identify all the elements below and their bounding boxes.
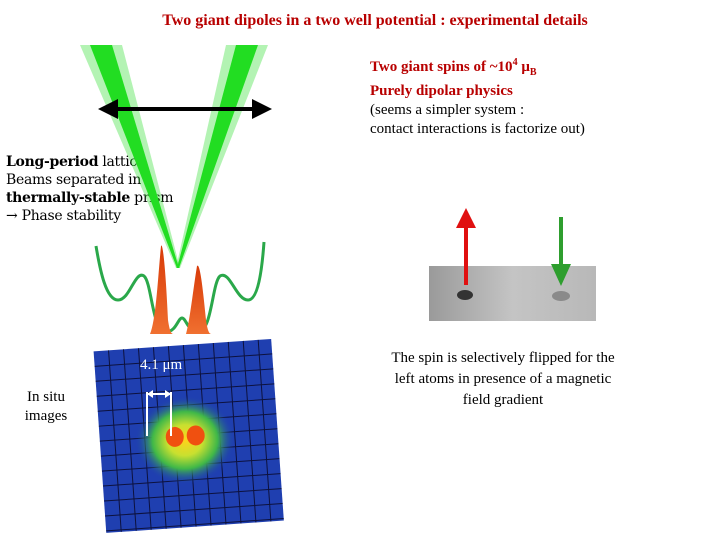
spins-unit: μ bbox=[517, 59, 530, 75]
right-beam bbox=[176, 45, 268, 268]
in-situ-line-1: In situ bbox=[27, 389, 65, 405]
flip-line-2: left atoms in presence of a magnetic bbox=[394, 371, 612, 387]
density-peak-right bbox=[186, 265, 212, 334]
spin-up-arrow bbox=[456, 208, 476, 285]
in-situ-line-2: images bbox=[24, 408, 68, 424]
in-situ-label: In situ images bbox=[8, 388, 84, 426]
grid-line bbox=[96, 383, 275, 397]
scale-marker bbox=[146, 390, 172, 436]
spins-unit-sub: B bbox=[529, 67, 537, 78]
left-beam bbox=[80, 45, 180, 268]
spins-description: Two giant spins of ~104 μB Purely dipola… bbox=[370, 53, 585, 139]
grid-line bbox=[94, 353, 273, 367]
spins-line-1: Two giant spins of ~104 μB bbox=[370, 53, 585, 82]
left-beam-core bbox=[90, 45, 179, 268]
right-beam-core bbox=[177, 45, 258, 268]
lattice-line-1-bold: Long-period bbox=[6, 154, 99, 170]
lattice-line-2: Beams separated in a bbox=[6, 172, 154, 188]
lattice-line-4: → Phase stability bbox=[6, 208, 121, 224]
grid-line bbox=[95, 368, 274, 382]
flip-line-1: The spin is selectively flipped for the bbox=[391, 350, 615, 366]
spins-exponent: 4 bbox=[512, 57, 518, 68]
spins-line-1-text: Two giant spins of ~10 bbox=[370, 59, 513, 75]
scale-label: 4.1 μm bbox=[140, 357, 183, 373]
spins-line-4: contact interactions is factorize out) bbox=[370, 121, 585, 137]
lattice-description: Long-period lattice Beams separated in a… bbox=[6, 153, 174, 225]
flip-line-3: field gradient bbox=[462, 392, 544, 408]
spins-line-2: Purely dipolar physics bbox=[370, 83, 513, 99]
lattice-line-3-bold: thermally-stable bbox=[6, 190, 131, 206]
lattice-potential-curve bbox=[94, 241, 266, 334]
spin-flip-description: The spin is selectively flipped for the … bbox=[358, 348, 648, 411]
beam-separation-arrow bbox=[98, 99, 272, 119]
spin-down-arrow bbox=[551, 217, 571, 286]
spins-line-3: (seems a simpler system : bbox=[370, 102, 525, 118]
in-situ-image bbox=[93, 338, 284, 533]
page-title: Two giant dipoles in a two well potentia… bbox=[162, 12, 588, 29]
grid-line bbox=[104, 488, 282, 502]
lattice-beams bbox=[80, 45, 268, 268]
grid-line bbox=[106, 518, 284, 532]
spin-flip-image bbox=[429, 266, 596, 321]
grid-line bbox=[105, 503, 283, 517]
density-peak-left bbox=[150, 245, 174, 334]
